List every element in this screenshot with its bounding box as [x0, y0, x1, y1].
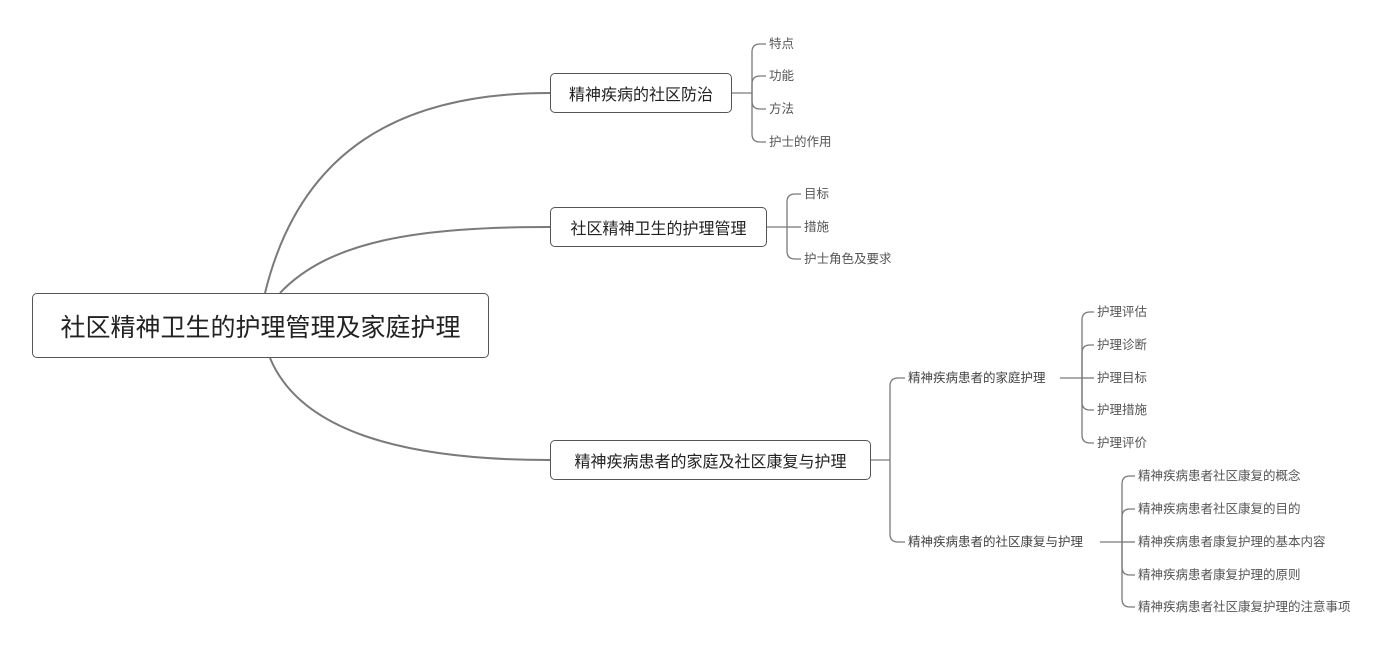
leaf-node[interactable]: 护理措施 — [1097, 402, 1148, 417]
leaf-node[interactable]: 目标 — [804, 186, 830, 201]
leaf-node[interactable]: 功能 — [769, 68, 795, 83]
leaf-node[interactable]: 护士角色及要求 — [804, 251, 892, 266]
leaf-node[interactable]: 护理诊断 — [1097, 337, 1148, 352]
leaf-node[interactable]: 精神疾病患者社区康复护理的注意事项 — [1138, 599, 1351, 614]
bracket-line — [786, 193, 801, 227]
leaf-node[interactable]: 护理评价 — [1097, 435, 1148, 450]
bracket-line — [751, 93, 766, 110]
branch-node-nursing-management[interactable]: 社区精神卫生的护理管理 — [550, 207, 767, 247]
leaf-node[interactable]: 精神疾病患者社区康复的目的 — [1138, 501, 1301, 516]
leaf-node[interactable]: 特点 — [769, 36, 795, 51]
bracket-line — [1121, 542, 1135, 608]
bracket-line — [1121, 475, 1135, 542]
bracket-line — [1081, 378, 1094, 411]
bracket-line — [751, 43, 766, 93]
leaf-node[interactable]: 护理目标 — [1097, 370, 1148, 385]
bracket-line — [1081, 378, 1094, 444]
leaf-node[interactable]: 护士的作用 — [769, 134, 832, 149]
root-to-branch-1 — [264, 92, 551, 294]
leaf-node[interactable]: 护理评估 — [1097, 304, 1148, 319]
bracket-line — [1081, 344, 1094, 378]
bracket-line — [751, 75, 766, 93]
branch-node-community-prevention[interactable]: 精神疾病的社区防治 — [550, 73, 732, 113]
bracket-line — [889, 377, 905, 460]
bracket-line — [1081, 311, 1094, 378]
sub-node-community-rehab[interactable]: 精神疾病患者的社区康复与护理 — [908, 534, 1084, 549]
bracket-line — [889, 460, 905, 543]
root-to-branch-2 — [279, 226, 551, 294]
leaf-node[interactable]: 措施 — [804, 219, 830, 234]
root-node[interactable]: 社区精神卫生的护理管理及家庭护理 — [32, 293, 489, 358]
sub-node-family-nursing[interactable]: 精神疾病患者的家庭护理 — [908, 370, 1046, 385]
bracket-line — [1121, 542, 1135, 576]
bracket-line — [1121, 508, 1135, 542]
root-to-branch-3 — [269, 357, 551, 461]
leaf-node[interactable]: 精神疾病患者社区康复的概念 — [1138, 468, 1301, 483]
leaf-node[interactable]: 精神疾病患者康复护理的原则 — [1138, 567, 1301, 582]
bracket-line — [786, 227, 801, 260]
bracket-line — [751, 93, 766, 143]
leaf-node[interactable]: 方法 — [769, 101, 795, 116]
branch-node-family-community-rehab[interactable]: 精神疾病患者的家庭及社区康复与护理 — [550, 440, 871, 480]
leaf-node[interactable]: 精神疾病患者康复护理的基本内容 — [1138, 534, 1326, 549]
